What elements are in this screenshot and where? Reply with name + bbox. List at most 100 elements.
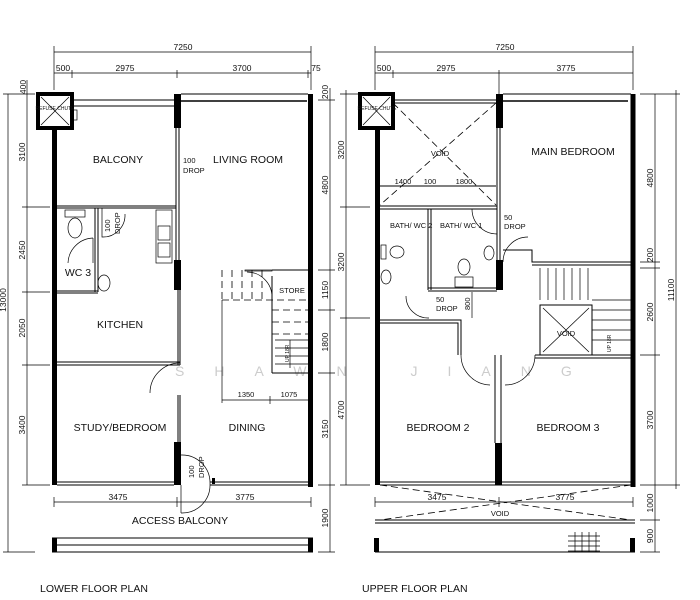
refuse-chute-label: REFUSE CHUTE <box>36 106 76 112</box>
kitchen-sink-icon <box>155 209 173 264</box>
upper-floor-plan: 7250 500 2975 3775 3200 3200 4700 4800 2… <box>336 42 680 595</box>
toilet-icon <box>389 245 405 259</box>
dim-total-width: 7250 <box>174 42 193 52</box>
upper-right-dimensions: 4800 200 2600 3700 1000 900 11100 <box>640 90 680 553</box>
room-study-bedroom: STUDY/BEDROOM <box>74 422 167 434</box>
dim-total-height: 11100 <box>666 279 676 302</box>
lower-left-dimensions: 13000 400 3100 2450 2050 3400 <box>0 80 50 553</box>
upper-left-dimensions: 3200 3200 4700 <box>336 90 370 486</box>
upper-walls <box>375 93 636 487</box>
upper-staircase: VOID UP 18R <box>539 268 631 356</box>
dim-bottom: 3775 <box>556 492 575 502</box>
drop-value: 50 <box>504 213 512 222</box>
door-swing-icon <box>504 354 536 386</box>
dim-left: 3100 <box>17 142 27 161</box>
dim-right: 1900 <box>320 508 330 527</box>
drop-label: DROP <box>436 304 458 313</box>
upper-floor-title: UPPER FLOOR PLAN <box>362 583 468 595</box>
lower-floor-plan: 7250 500 2975 3700 75 13000 400 3100 245… <box>0 42 335 595</box>
stair-label: UP 18R <box>285 344 291 362</box>
toilet-bowl-icon <box>67 217 83 239</box>
room-wc3: WC 3 <box>65 267 91 279</box>
dim-right: 2600 <box>645 302 655 321</box>
dim-right: 4800 <box>320 175 330 194</box>
room-dining: DINING <box>229 422 266 434</box>
room-bedroom-3: BEDROOM 3 <box>536 422 599 434</box>
dim-top: 3700 <box>233 63 252 73</box>
lower-top-dimensions: 7250 500 2975 3700 75 <box>53 42 321 90</box>
lower-floor-title: LOWER FLOOR PLAN <box>40 583 148 595</box>
door-swing-icon <box>149 362 181 394</box>
drop-value: 100 <box>183 156 196 165</box>
drop-value: 100 <box>103 219 112 232</box>
basin-icon <box>97 274 111 292</box>
dim-top: 2975 <box>437 63 456 73</box>
dim-right: 200 <box>320 85 330 99</box>
dim-void: 1800 <box>456 177 473 186</box>
dim-door-offset: 800 <box>463 297 472 310</box>
door-swing-icon <box>460 354 491 386</box>
dim-left: 4700 <box>336 400 346 419</box>
dim-right: 1800 <box>320 332 330 351</box>
upper-railing <box>374 532 635 553</box>
toilet-icon <box>64 209 86 218</box>
door-swing-icon <box>67 237 94 264</box>
drop-label: DROP <box>113 212 122 234</box>
room-kitchen: KITCHEN <box>97 319 143 331</box>
door-swing-icon <box>471 208 498 235</box>
access-balcony: ACCESS BALCONY <box>132 515 228 527</box>
dim-void: 1400 <box>395 177 412 186</box>
dim-bottom: 3775 <box>236 492 255 502</box>
dim-left: 400 <box>18 80 28 94</box>
void-top: VOID <box>431 149 450 158</box>
upper-fixtures <box>380 208 536 386</box>
basin-icon <box>483 245 495 261</box>
dim-right: 4800 <box>645 168 655 187</box>
balcony-railing <box>52 537 313 553</box>
room-balcony: BALCONY <box>93 154 143 166</box>
drop-label: DROP <box>183 166 205 175</box>
refuse-chute-label: REFUSE CHUTE <box>358 106 398 112</box>
dim-right: 3700 <box>645 410 655 429</box>
refuse-chute: REFUSE CHUTE <box>36 92 78 130</box>
dim-right: 1150 <box>320 281 330 300</box>
void-bottom: VOID <box>491 509 510 518</box>
dim-left: 3400 <box>17 415 27 434</box>
dim-left: 2050 <box>17 318 27 337</box>
dim-top: 75 <box>311 63 321 73</box>
void-stair: VOID <box>557 329 576 338</box>
drop-label: DROP <box>197 456 206 478</box>
lower-staircase: STORE UP 18R 1350 1075 <box>221 269 308 404</box>
upper-top-dimensions: 7250 500 2975 3775 <box>374 42 634 94</box>
dim-top: 500 <box>56 63 70 73</box>
dim-total-width: 7250 <box>496 42 515 52</box>
dim-right: 3150 <box>320 419 330 438</box>
dim-right: 900 <box>645 529 655 543</box>
dim-right: 200 <box>645 248 655 262</box>
basin-icon <box>380 269 392 285</box>
dim-stair: 1350 <box>238 390 255 399</box>
room-store: STORE <box>279 286 305 295</box>
dim-total-height: 13000 <box>0 288 8 312</box>
door-swing-icon <box>502 236 529 263</box>
drop-value: 50 <box>436 295 444 304</box>
dim-left: 3200 <box>336 252 346 271</box>
room-bedroom-2: BEDROOM 2 <box>406 422 469 434</box>
drop-label: DROP <box>504 222 526 231</box>
dim-left: 2450 <box>17 240 27 259</box>
room-bath-wc2: BATH/ WC 2 <box>390 221 432 230</box>
room-bath-wc1: BATH/ WC 1 <box>440 221 482 230</box>
toilet-icon <box>457 258 471 276</box>
room-main-bedroom: MAIN BEDROOM <box>531 146 614 158</box>
lower-fixtures <box>64 208 211 514</box>
dim-left: 3200 <box>336 140 346 159</box>
door-swing-icon <box>405 295 430 319</box>
stair-label: UP 18R <box>607 334 613 352</box>
dim-top: 2975 <box>116 63 135 73</box>
watermark: SHAWN JIANG <box>175 363 602 379</box>
dim-right: 1000 <box>645 493 655 512</box>
dim-bottom: 3475 <box>428 492 447 502</box>
entrance-door-icon <box>180 454 211 514</box>
room-living-room: LIVING ROOM <box>213 154 283 166</box>
